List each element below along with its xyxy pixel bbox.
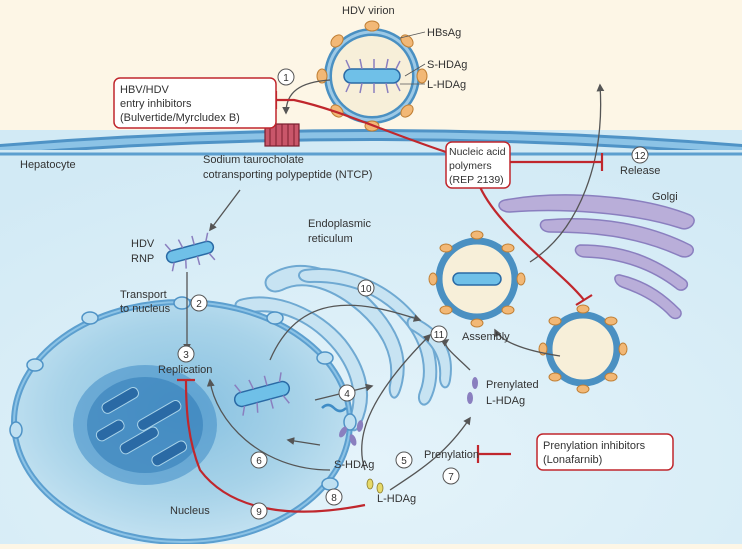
nap-inhibitor-box: Nucleic acid polymers (REP 2139)	[445, 141, 511, 189]
label-hdv-rnp-2: RNP	[131, 253, 154, 265]
hdv-rnp	[164, 232, 216, 272]
step-4: 4	[338, 384, 356, 402]
nap-line2: polymers	[449, 160, 492, 172]
empty-envelope-particle	[538, 304, 628, 394]
svg-text:7: 7	[448, 472, 454, 483]
label-l-hdag: L-HDAg	[427, 79, 466, 91]
prenylation-inhibitor-line1: Prenylation inhibitors	[543, 440, 646, 452]
svg-text:8: 8	[331, 493, 337, 504]
label-prenylated-2: L-HDAg	[486, 395, 525, 407]
step-1: 1	[277, 68, 295, 86]
assembling-virion	[428, 230, 526, 328]
label-er-2: reticulum	[308, 233, 353, 245]
step-3: 3	[177, 345, 195, 363]
entry-inhibitor-box: HBV/HDV entry inhibitors (Bulvertide/Myr…	[113, 77, 277, 129]
l-hdag-proteins	[366, 478, 384, 494]
inhibition-lines	[177, 91, 604, 513]
label-s-hdag: S-HDAg	[427, 59, 467, 71]
step-6: 6	[250, 451, 268, 469]
label-prenylation: Prenylation	[424, 449, 479, 461]
hdv-rnp-nuclear	[233, 372, 291, 416]
label-hbsag: HBsAg	[427, 27, 461, 39]
label-release: Release	[620, 165, 660, 177]
label-golgi: Golgi	[652, 191, 678, 203]
label-ntcp-2: cotransporting polypeptide (NTCP)	[203, 169, 372, 181]
label-transport-1: Transport	[120, 289, 167, 301]
svg-text:9: 9	[256, 507, 262, 518]
virion-leader-lines	[399, 31, 426, 85]
label-hdv-virion: HDV virion	[342, 5, 395, 17]
step-7: 7	[442, 467, 460, 485]
label-er-1: Endoplasmic	[308, 218, 371, 230]
label-hdv-rnp-1: HDV	[131, 238, 155, 250]
label-hepatocyte: Hepatocyte	[20, 159, 76, 171]
nucleolus	[73, 365, 217, 485]
entry-inhibitor-line2: entry inhibitors	[120, 98, 192, 110]
mrna-icon	[321, 403, 347, 413]
svg-text:1: 1	[283, 73, 289, 84]
s-hdag-proteins	[339, 420, 364, 446]
label-nucleus: Nucleus	[170, 505, 210, 517]
svg-text:12: 12	[634, 151, 646, 162]
svg-text:11: 11	[434, 330, 445, 341]
label-l-hdag-cyto: L-HDAg	[377, 493, 416, 505]
prenylation-inhibitor-line2: (Lonafarnib)	[543, 454, 602, 466]
label-ntcp-1: Sodium taurocholate	[203, 154, 304, 166]
svg-text:3: 3	[183, 350, 189, 361]
svg-text:6: 6	[256, 456, 262, 467]
svg-text:10: 10	[360, 284, 372, 295]
svg-text:4: 4	[344, 389, 350, 400]
label-replication: Replication	[158, 364, 212, 376]
label-transport-2: to nucleus	[120, 303, 171, 315]
nap-line3: (REP 2139)	[449, 174, 504, 186]
golgi-apparatus	[498, 194, 695, 320]
step-5: 5	[395, 451, 413, 469]
svg-text:5: 5	[401, 456, 407, 467]
hdv-virion-particle	[316, 20, 428, 132]
step-12: 12	[631, 146, 649, 164]
entry-inhibitor-line1: HBV/HDV	[120, 84, 170, 96]
prenylation-inhibitor-box: Prenylation inhibitors (Lonafarnib)	[536, 433, 674, 471]
step-9: 9	[250, 502, 268, 520]
label-prenylated-1: Prenylated	[486, 379, 539, 391]
step-2: 2	[190, 294, 208, 312]
step-8: 8	[325, 488, 343, 506]
entry-inhibitor-line3: (Bulvertide/Myrcludex B)	[120, 112, 240, 124]
step-10: 10	[357, 279, 375, 297]
prenylated-l-hdag-proteins	[467, 377, 478, 404]
step-11: 11	[430, 325, 448, 343]
label-s-hdag-cyto: S-HDAg	[334, 459, 374, 471]
svg-text:2: 2	[196, 299, 202, 310]
label-assembly: Assembly	[462, 331, 510, 343]
nap-line1: Nucleic acid	[449, 146, 506, 158]
